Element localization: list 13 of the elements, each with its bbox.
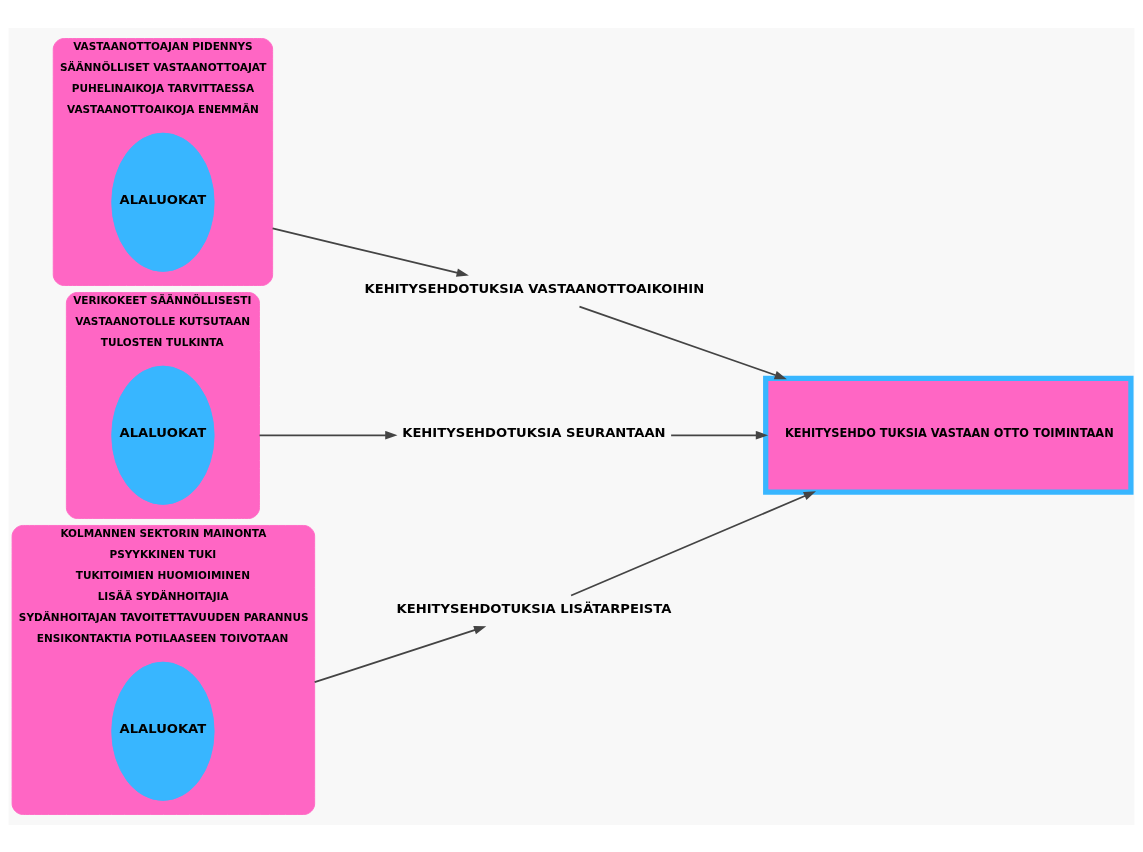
arrow — [670, 430, 769, 440]
node-text: KEHITYSEHDOTUKSIA VASTAANOTTOAIKOIHIN — [364, 280, 705, 296]
node-box: KEHITYSEHDO TUKSIA VASTAAN OTTO TOIMINTAAN — [763, 375, 1134, 495]
arrow — [570, 490, 816, 596]
node-ellipse: ALALUOKAT — [111, 661, 215, 801]
arrow — [271, 227, 469, 277]
node-text: KEHITYSEHDOTUKSIA SEURANTAAN — [402, 424, 666, 440]
node-ellipse: ALALUOKAT — [111, 365, 215, 505]
arrow — [313, 625, 487, 683]
arrow — [258, 430, 398, 440]
arrow — [578, 305, 787, 379]
node-ellipse: ALALUOKAT — [111, 132, 215, 272]
node-text: KEHITYSEHDOTUKSIA LISÄTARPEISTA — [396, 600, 672, 616]
